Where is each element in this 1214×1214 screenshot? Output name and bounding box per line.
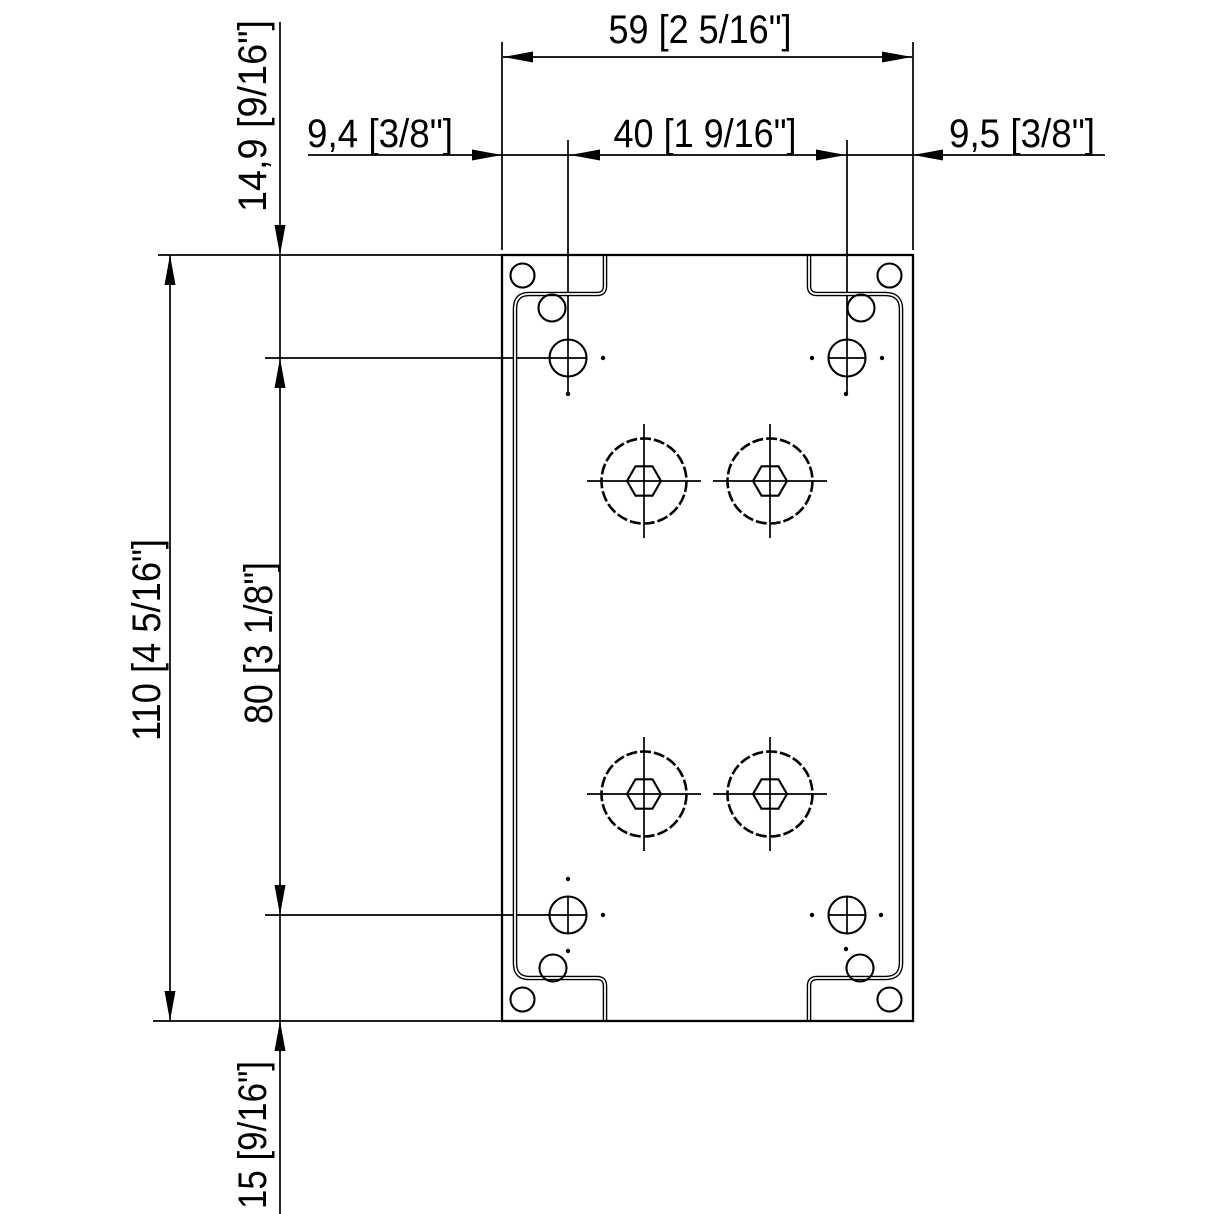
dim-total-width-label: 59 [2 5/16"] — [609, 8, 792, 52]
corner-hole-bottom-right — [876, 986, 903, 1013]
dim-total-height-label: 110 [4 5/16"] — [125, 539, 169, 741]
knockout-top-left — [600, 437, 688, 525]
corner-hole-top-left — [509, 262, 536, 289]
plate-outline — [500, 253, 915, 1023]
arrow-80-bottom — [274, 885, 286, 915]
arrow-80-top — [274, 358, 286, 388]
dim-hole-pitch-y-label: 80 [3 1/8"] — [237, 562, 281, 724]
dim-right-offset-label: 9,5 [3/8"] — [949, 112, 1095, 156]
dim-top-offset-label: 14,9 [9/16"] — [231, 20, 275, 212]
dimension-arrows — [164, 51, 943, 1051]
dimension-lines — [169, 22, 1105, 1214]
corner-hole-bottom-left — [509, 986, 536, 1013]
reference-dots — [565, 355, 885, 954]
arrow-9p5 — [913, 149, 943, 161]
boss-top-left — [537, 293, 567, 323]
arrow-14p9-top — [274, 225, 286, 255]
hex-hole-top-right — [751, 465, 789, 497]
arrow-15-bottom — [274, 1021, 286, 1051]
arrow-110-top — [164, 255, 176, 285]
screw-hole-top-left — [548, 338, 588, 378]
arrow-40-left — [570, 149, 600, 161]
corner-hole-top-right — [876, 262, 903, 289]
dim-hole-pitch-x-label: 40 [1 9/16"] — [614, 112, 797, 156]
gasket-groove-left — [512, 256, 608, 1020]
boss-bottom-right — [845, 953, 875, 983]
dim-bottom-offset-label: 15 [9/16"] — [231, 1061, 275, 1209]
arrow-110-bottom — [164, 991, 176, 1021]
gasket-groove-right-inner — [808, 256, 902, 1020]
boss-top-right — [846, 293, 876, 323]
knockout-bottom-right — [726, 750, 814, 838]
dimension-labels: 59 [2 5/16"] 40 [1 9/16"] 9,4 [3/8"] 9,5… — [125, 8, 1095, 1209]
knockout-top-right — [726, 437, 814, 525]
knockout-crosshairs — [587, 424, 827, 851]
gasket-groove-right — [806, 256, 904, 1020]
boss-bottom-left — [538, 953, 568, 983]
knockout-bottom-left — [600, 750, 688, 838]
arrow-40-right — [816, 149, 846, 161]
gasket-groove-left-inner — [514, 256, 606, 1020]
plate — [500, 253, 915, 1023]
hex-hole-bottom-left — [625, 778, 663, 810]
hex-hole-top-left — [625, 465, 663, 497]
screw-hole-crosshairs — [567, 357, 866, 934]
arrow-59-left — [503, 51, 533, 63]
hex-hole-bottom-right — [751, 778, 789, 810]
dim-left-offset-label: 9,4 [3/8"] — [307, 112, 453, 156]
extension-lines — [153, 42, 914, 1022]
arrow-9p4 — [472, 149, 502, 161]
arrow-59-right — [882, 51, 912, 63]
